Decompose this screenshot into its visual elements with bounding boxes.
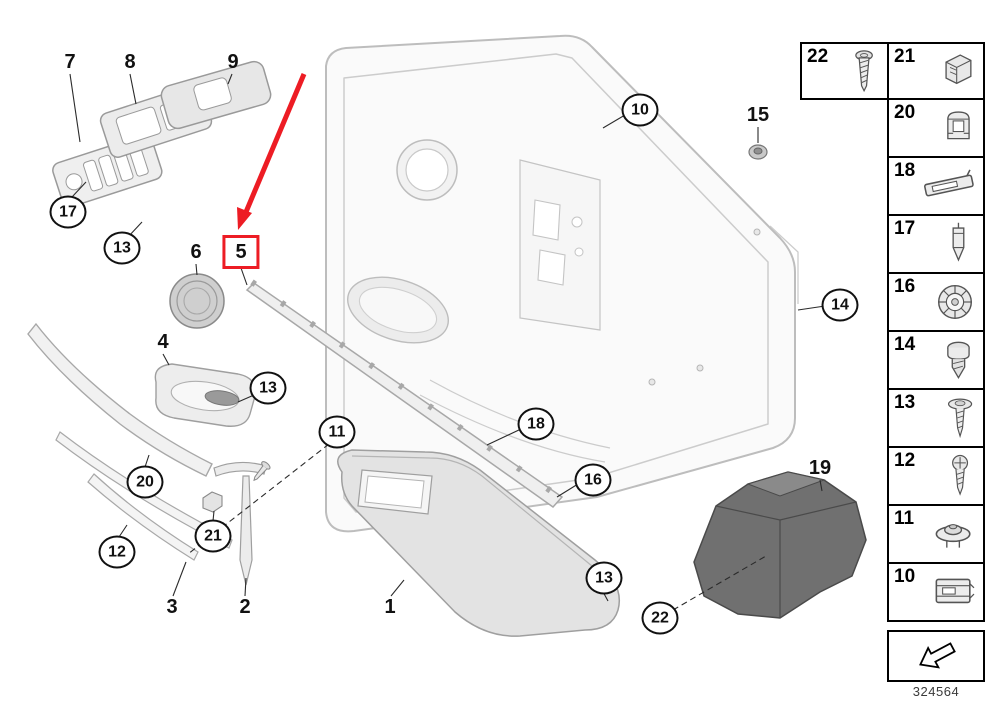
- callout-4: 4: [157, 331, 169, 353]
- callout-19: 19: [808, 457, 832, 479]
- legend-number: 14: [894, 334, 916, 355]
- leader-lines: [69, 73, 826, 602]
- legend-item-arrow: [887, 630, 985, 682]
- legend-column: 20 18 17 16 14 13 12 11 10: [887, 98, 985, 622]
- pan-screw-icon: [942, 453, 978, 499]
- callout-22: 22: [641, 601, 679, 635]
- callout-21: 21: [194, 519, 232, 553]
- tapping-screw-icon: [846, 48, 882, 94]
- legend-item-21: 21: [887, 42, 985, 100]
- highlight-arrow: [237, 73, 307, 230]
- legend-item-18: 18: [887, 156, 985, 216]
- callout-12: 12: [98, 535, 136, 569]
- callout-2: 2: [239, 596, 251, 618]
- legend-number: 16: [894, 276, 916, 297]
- legend-item-16: 16: [887, 272, 985, 332]
- callout-20: 20: [126, 465, 164, 499]
- direction-arrow-icon: [911, 636, 962, 676]
- callout-18: 18: [517, 407, 555, 441]
- grommet-part: [748, 144, 768, 160]
- legend-number: 18: [894, 160, 916, 181]
- callout-14: 14: [821, 288, 859, 322]
- screw-rivet-icon: [942, 395, 978, 441]
- callout-13: 13: [249, 371, 287, 405]
- legend-number: 22: [807, 46, 829, 67]
- callout-3: 3: [166, 596, 178, 618]
- switch-panels: [52, 60, 272, 208]
- legend-item-13: 13: [887, 388, 985, 448]
- legend-number: 11: [894, 508, 915, 529]
- sheet-clamp-icon: [939, 48, 978, 94]
- mounting-bracket: [693, 471, 867, 619]
- callout-9: 9: [227, 51, 239, 73]
- slide-clip-icon: [928, 569, 978, 615]
- callout-13: 13: [585, 561, 623, 595]
- legend-item-14: 14: [887, 330, 985, 390]
- legend-item-17: 17: [887, 214, 985, 274]
- dome-plug-icon: [939, 337, 978, 383]
- legend-item-22: 22: [800, 42, 889, 100]
- callout-16: 16: [574, 463, 612, 497]
- door-handle-trim: [154, 363, 257, 427]
- flower-grommet-icon: [932, 279, 978, 325]
- legend-footer: [887, 630, 985, 682]
- diagram-part-number: 324564: [912, 684, 960, 699]
- legend-item-11: 11: [887, 504, 985, 564]
- armrest: [337, 449, 620, 637]
- callout-1: 1: [384, 596, 396, 618]
- speaker-cover: [169, 273, 225, 329]
- cage-clip-icon: [939, 105, 978, 151]
- callout-6: 6: [190, 241, 202, 263]
- legend-item-20: 20: [887, 98, 985, 158]
- dashed-leader-lines: [187, 443, 767, 611]
- washer-rivet-icon: [928, 511, 978, 557]
- callout-7: 7: [64, 51, 76, 73]
- legend-number: 17: [894, 218, 916, 239]
- legend-item-12: 12: [887, 446, 985, 506]
- legend-item-10: 10: [887, 562, 985, 622]
- legend-number: 13: [894, 392, 916, 413]
- door-panel: [325, 34, 799, 533]
- callout-5: 5: [222, 235, 260, 269]
- callout-8: 8: [124, 51, 136, 73]
- callout-15: 15: [746, 104, 770, 126]
- legend-number: 10: [894, 566, 916, 587]
- legend-number: 12: [894, 450, 916, 471]
- callout-13: 13: [103, 231, 141, 265]
- legend-number: 21: [894, 46, 916, 67]
- callout-10: 10: [621, 93, 659, 127]
- spring-clip-icon: [920, 163, 978, 209]
- side-trim-strips: [27, 322, 271, 586]
- callout-11: 11: [318, 415, 356, 449]
- legend-top-row: 22 21: [800, 42, 985, 100]
- trim-strip: [245, 279, 564, 508]
- legend-number: 20: [894, 102, 916, 123]
- callout-17: 17: [49, 195, 87, 229]
- wedge-clip-icon: [939, 221, 978, 267]
